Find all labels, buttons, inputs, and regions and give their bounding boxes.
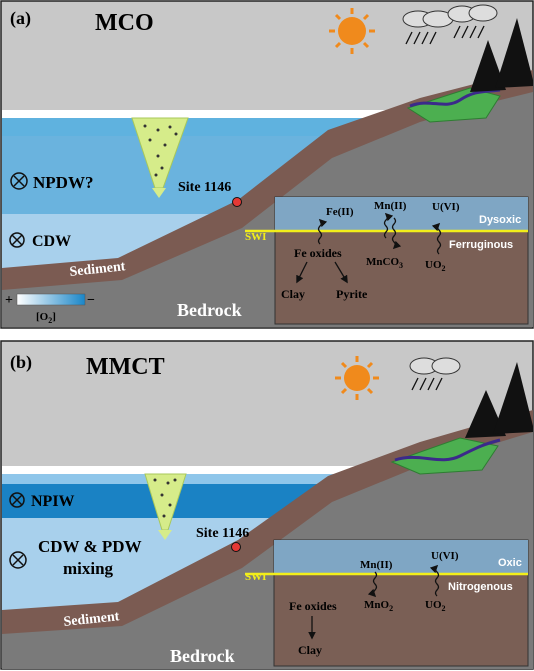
panel-a-mountain-1 (470, 40, 506, 92)
panel-a-title: MCO (95, 10, 154, 36)
legend-minus: − (87, 293, 95, 308)
panel-b-uo2-label: UO2 (425, 599, 446, 613)
panel-a-cdw-symbol (9, 232, 25, 248)
panel-a-surface (2, 110, 402, 120)
panel-b-mountain-2 (493, 362, 533, 434)
panel-b-mn2-label: Mn(II) (360, 559, 393, 571)
panel-b-cdw-pdw-label: CDW & PDW (38, 537, 142, 556)
panel-b-swi-label: SWI (245, 571, 266, 583)
panel-b-sun-icon (335, 356, 379, 400)
panel-a-pyrite-arrow (334, 261, 348, 284)
panel-b-u-arrow (429, 564, 440, 597)
panel-b-inset-water (274, 540, 528, 574)
panel-a-fe-release-arrow (317, 218, 328, 245)
panel-b-cdw-symbol (9, 551, 27, 569)
panel-b-surface (2, 466, 422, 476)
panel-a-u6-label: U(VI) (432, 201, 460, 213)
panel-b-cloud-rain-icon (409, 357, 461, 391)
panel-a-river (409, 88, 501, 108)
panel-a-mountain-2 (495, 18, 533, 88)
legend-gradient-bar (16, 293, 86, 306)
legend-o2-label: [O2] (36, 311, 56, 325)
panel-a-bedrock-label: Bedrock (177, 300, 242, 320)
panel-b-inset: SWI Oxic Nitrogenous Mn(II) U(VI) MnO2 U… (245, 539, 529, 667)
panel-a-uo2-label: UO2 (425, 259, 446, 273)
panel-a-label: (a) (10, 8, 31, 29)
panel-a-cloud-rain-icon (402, 4, 498, 45)
panel-a-cdw-label: CDW (32, 233, 71, 250)
legend-plus: + (5, 293, 13, 308)
panel-a-clay-arrow (296, 261, 308, 284)
panel-a-npdw-symbol (10, 172, 28, 190)
panel-b-u6-label: U(VI) (431, 550, 459, 562)
panel-a-dysoxic-label: Dysoxic (479, 214, 521, 226)
panel-a-fe-oxides-label: Fe oxides (294, 246, 342, 260)
panel-b-mno2-label: MnO2 (364, 599, 393, 613)
panel-b-delta (390, 437, 499, 475)
panel-a-mnco3-label: MnCO3 (366, 256, 403, 270)
panel-a-swi-label: SWI (245, 231, 266, 243)
panel-a-u-arrow (431, 222, 442, 255)
panel-a-site-label: Site 1146 (178, 180, 231, 195)
panel-b-npiw-symbol (9, 492, 25, 508)
panel-b-particle-funnel (144, 473, 187, 540)
panel-a: (a) MCO NPDW? CDW Site 1146 Sediment Bed… (0, 0, 534, 329)
panel-a-ferruginous-label: Ferruginous (449, 239, 513, 251)
panel-a-mn-down-arrow (391, 217, 402, 250)
panel-b-oxic-label: Oxic (498, 557, 522, 569)
panel-a-sediment-label: Sediment (69, 259, 127, 280)
panel-a-clay-label: Clay (281, 287, 305, 301)
panel-a-npdw-label: NPDW? (33, 173, 93, 192)
panel-b-label: (b) (10, 352, 32, 373)
panel-b-fe-oxides-label: Fe oxides (289, 599, 337, 613)
panel-b-bedrock-label: Bedrock (170, 646, 235, 666)
panel-a-site-marker (232, 197, 242, 207)
panel-b-title: MMCT (86, 354, 165, 380)
panel-b: (b) MMCT NPIW CDW & PDW mixing Site 1146… (0, 340, 534, 670)
panel-b-river (394, 438, 501, 462)
panel-a-upper-water (2, 118, 402, 136)
panel-a-particle-funnel (131, 117, 189, 198)
panel-a-sediment (2, 70, 533, 290)
panel-b-nitrogenous-label: Nitrogenous (448, 581, 513, 593)
panel-a-sun-icon (329, 8, 375, 54)
panel-a-fe2-label: Fe(II) (326, 206, 354, 218)
panel-a-delta (406, 87, 501, 123)
panel-b-mn-down-arrow (367, 571, 378, 598)
panel-b-site-label: Site 1146 (196, 526, 249, 541)
panel-a-mn2-label: Mn(II) (374, 200, 407, 212)
panel-a-inset: SWI Dysoxic Ferruginous Fe(II) Mn(II) U(… (245, 196, 529, 325)
panel-b-mixing-label: mixing (63, 559, 114, 578)
panel-a-inset-water (275, 197, 528, 231)
panel-b-upper-water (2, 474, 422, 484)
panel-a-mn-up-arrow (383, 212, 394, 239)
panel-b-npiw-label: NPIW (31, 493, 75, 510)
panel-b-clay-label: Clay (298, 643, 322, 657)
panel-b-site-marker (231, 542, 241, 552)
panel-b-sediment-label: Sediment (63, 609, 121, 630)
panel-a-pyrite-label: Pyrite (336, 287, 368, 301)
